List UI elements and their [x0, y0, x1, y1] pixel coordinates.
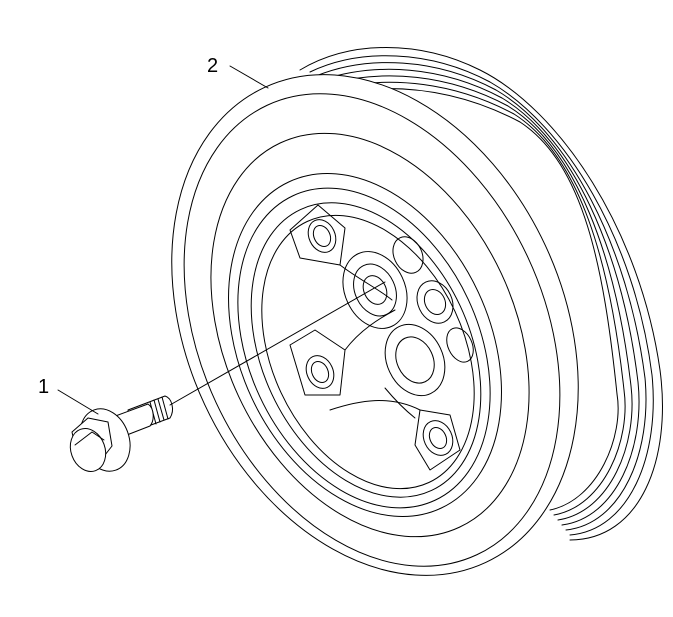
pulley-hub-recess-inner: [261, 214, 475, 490]
callout-2-leader: [229, 65, 269, 89]
pulley-hub-recess-2: [237, 187, 491, 509]
callout-1-leader: [57, 389, 99, 415]
pulley-face-ring-1: [183, 93, 561, 567]
callout-1-number: 1: [38, 376, 49, 398]
pulley-hub-recess-3: [250, 202, 482, 498]
bolt-head-face: [69, 428, 107, 472]
pulley-bolt-holes: [305, 219, 454, 456]
pulley-back-rim: [299, 47, 663, 541]
callout-2-number: 2: [207, 55, 218, 77]
pulley-belt-grooves: [309, 55, 654, 536]
pulley-center-bosses: [342, 236, 474, 397]
pulley-bolt: [69, 395, 173, 472]
pulley-hub-recess-outer: [228, 173, 502, 517]
pulley-face-ring-2: [210, 132, 530, 538]
pulley-outer-face: [171, 74, 579, 576]
crankshaft-pulley: [171, 47, 663, 576]
assembly-axis-line: [169, 281, 386, 406]
